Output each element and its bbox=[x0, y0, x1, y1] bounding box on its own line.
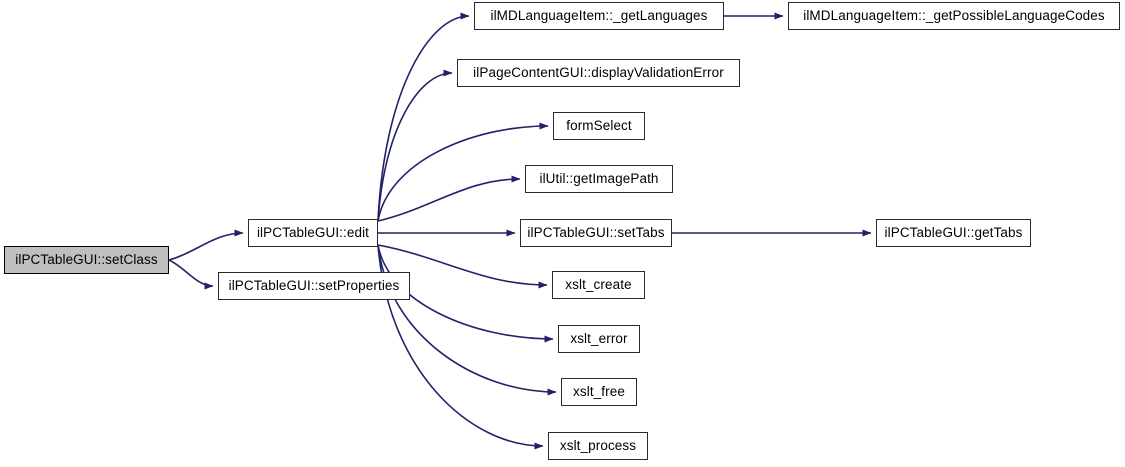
edge-edit-to-getImagePath bbox=[377, 175, 521, 222]
edge-edit-to-displayValidationError bbox=[377, 69, 453, 222]
graph-node-xsltProcess[interactable]: xslt_process bbox=[548, 432, 648, 460]
edge-edit-to-xsltFree bbox=[377, 244, 557, 396]
graph-node-label: xslt_free bbox=[573, 384, 625, 400]
graph-node-label: xslt_error bbox=[570, 331, 628, 347]
graph-node-formSelect[interactable]: formSelect bbox=[553, 112, 645, 140]
edge-edit-to-xsltError bbox=[377, 244, 554, 343]
edge-setClass-to-edit bbox=[168, 229, 244, 261]
graph-node-label: ilMDLanguageItem::_getLanguages bbox=[490, 8, 708, 24]
graph-node-label: ilPCTableGUI::setProperties bbox=[228, 278, 400, 294]
edge-edit-to-xsltCreate bbox=[377, 244, 548, 289]
graph-node-xsltCreate[interactable]: xslt_create bbox=[552, 271, 645, 299]
graph-node-label: xslt_create bbox=[565, 277, 632, 293]
graph-node-getImagePath[interactable]: ilUtil::getImagePath bbox=[525, 165, 673, 193]
graph-node-label: formSelect bbox=[566, 118, 632, 134]
graph-node-displayValidationError[interactable]: ilPageContentGUI::displayValidationError bbox=[457, 59, 740, 87]
graph-node-getTabs[interactable]: ilPCTableGUI::getTabs bbox=[876, 219, 1031, 247]
graph-node-label: xslt_process bbox=[559, 438, 637, 454]
graph-node-label: ilPCTableGUI::setClass bbox=[15, 252, 158, 268]
graph-node-label: ilUtil::getImagePath bbox=[539, 171, 659, 187]
graph-node-label: ilPCTableGUI::edit bbox=[256, 225, 370, 241]
graph-node-edit[interactable]: ilPCTableGUI::edit bbox=[248, 219, 378, 247]
graph-node-label: ilPCTableGUI::setTabs bbox=[527, 225, 665, 241]
graph-node-setTabs[interactable]: ilPCTableGUI::setTabs bbox=[520, 219, 672, 247]
graph-node-label: ilPageContentGUI::displayValidationError bbox=[473, 65, 724, 81]
edge-setClass-to-setProperties bbox=[168, 259, 214, 290]
edge-edit-to-formSelect bbox=[377, 122, 549, 222]
graph-node-getLanguages[interactable]: ilMDLanguageItem::_getLanguages bbox=[474, 2, 724, 30]
edge-edit-to-getLanguages bbox=[377, 12, 470, 222]
graph-node-label: ilMDLanguageItem::_getPossibleLanguageCo… bbox=[803, 8, 1105, 24]
graph-node-xsltError[interactable]: xslt_error bbox=[558, 325, 640, 353]
graph-node-setClass[interactable]: ilPCTableGUI::setClass bbox=[4, 246, 169, 274]
graph-node-xsltFree[interactable]: xslt_free bbox=[561, 378, 637, 406]
graph-node-getPossibleLangCodes[interactable]: ilMDLanguageItem::_getPossibleLanguageCo… bbox=[788, 2, 1120, 30]
graph-node-setProperties[interactable]: ilPCTableGUI::setProperties bbox=[218, 272, 410, 300]
graph-node-label: ilPCTableGUI::getTabs bbox=[884, 225, 1023, 241]
